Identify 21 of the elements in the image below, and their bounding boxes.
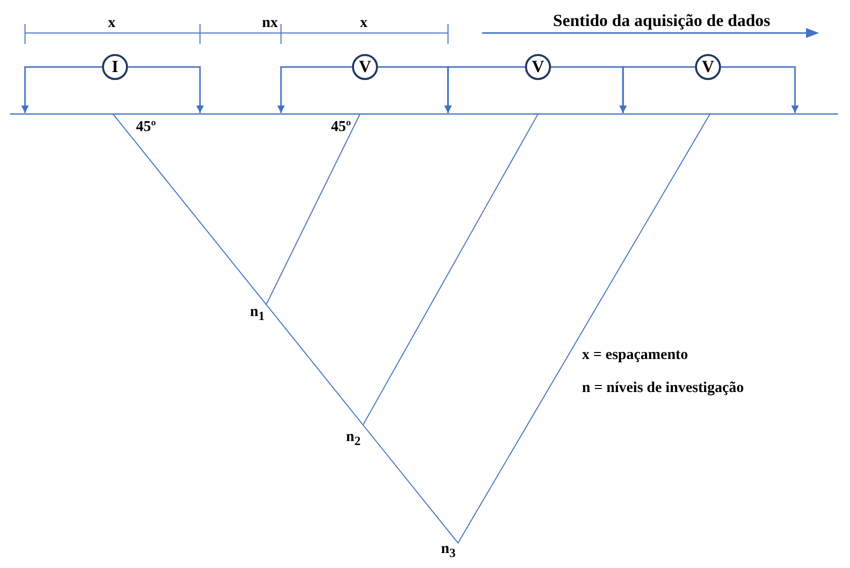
wire-arrow	[277, 66, 352, 113]
meter-circle: V	[352, 54, 378, 80]
wire-arrow	[21, 66, 102, 113]
meter-circle: I	[102, 54, 128, 80]
angle-label: 45º	[331, 120, 351, 135]
level-label: n$_{3}$	[441, 542, 456, 560]
wire-arrow	[128, 66, 204, 113]
meter-circle: V	[695, 54, 721, 80]
dimension-label: nx	[262, 16, 278, 31]
wire-arrow	[721, 66, 799, 113]
legend-note: n = níveis de investigação	[582, 381, 744, 396]
direction-label: Sentido da aquisição de dados	[553, 12, 770, 29]
dimension-label: x	[360, 16, 368, 31]
legend-note: x = espaçamento	[582, 348, 688, 363]
wire-arrow	[444, 66, 525, 113]
level-label: n$_{1}$	[250, 305, 265, 322]
meter-circle: V	[525, 54, 551, 80]
level-label: n$_{2}$	[346, 430, 361, 448]
dimension-label: x	[108, 16, 116, 31]
angle-label: 45º	[136, 120, 156, 135]
wire-arrow	[619, 66, 695, 113]
